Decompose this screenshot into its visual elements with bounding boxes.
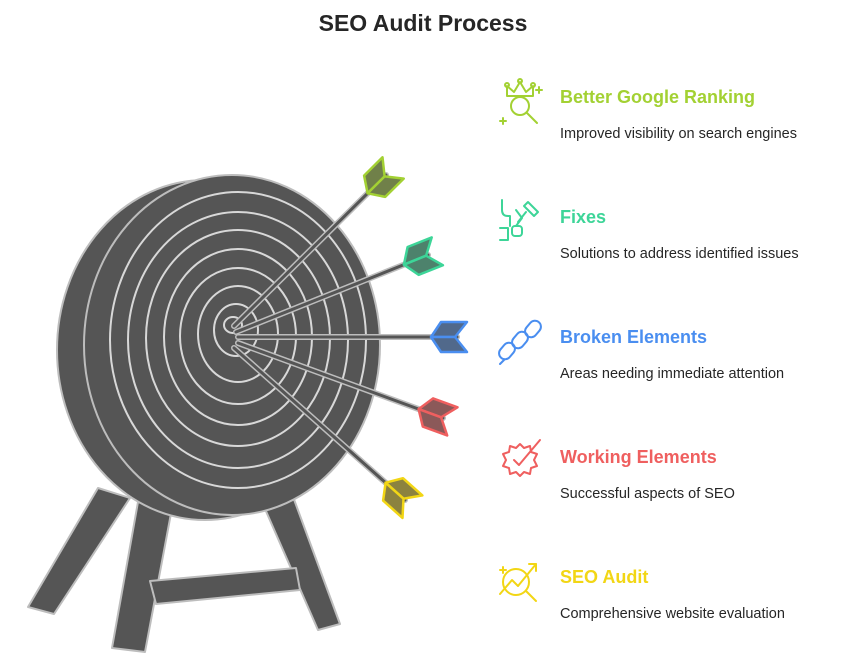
arrow bbox=[235, 320, 469, 354]
wrench-fix-icon bbox=[499, 199, 539, 241]
arrow bbox=[235, 340, 459, 437]
chart-magnifier-icon bbox=[499, 563, 537, 602]
broken-chain-icon bbox=[498, 319, 542, 365]
stage-description: Comprehensive website evaluation bbox=[560, 606, 785, 622]
arrow-fletching bbox=[429, 320, 469, 339]
stage-item: Working Elements Successful aspects of S… bbox=[496, 436, 841, 526]
stage-description: Successful aspects of SEO bbox=[560, 486, 735, 502]
arrow bbox=[231, 156, 405, 329]
arrows-group bbox=[231, 156, 469, 520]
target-stand bbox=[27, 487, 341, 653]
stage-item: Fixes Solutions to address identified is… bbox=[496, 196, 841, 286]
page-title: SEO Audit Process bbox=[318, 10, 528, 36]
arrow-fletching bbox=[429, 335, 469, 354]
gear-check-icon bbox=[502, 439, 541, 477]
arrow-fletching bbox=[402, 254, 445, 277]
stage-item: Broken Elements Areas needing immediate … bbox=[496, 316, 841, 406]
stage-description: Areas needing immediate attention bbox=[560, 366, 785, 382]
crown-magnifier-icon bbox=[499, 78, 543, 125]
stage-heading: Fixes bbox=[560, 207, 607, 227]
stage-item: Better Google Ranking Improved visibilit… bbox=[496, 76, 841, 166]
stage-item: SEO Audit Comprehensive website evaluati… bbox=[496, 556, 841, 646]
stage-heading: SEO Audit bbox=[560, 567, 649, 587]
stage-heading: Broken Elements bbox=[560, 327, 708, 347]
stage-heading: Better Google Ranking bbox=[560, 87, 756, 107]
arrow-fletching bbox=[381, 481, 405, 520]
arrow bbox=[233, 236, 445, 335]
arrow-fletching bbox=[366, 175, 405, 199]
stage-description: Solutions to address identified issues bbox=[560, 246, 799, 262]
arrow bbox=[231, 345, 424, 520]
arrow-fletching bbox=[417, 407, 449, 437]
stage-description: Improved visibility on search engines bbox=[560, 126, 797, 142]
stage-heading: Working Elements bbox=[560, 447, 717, 467]
